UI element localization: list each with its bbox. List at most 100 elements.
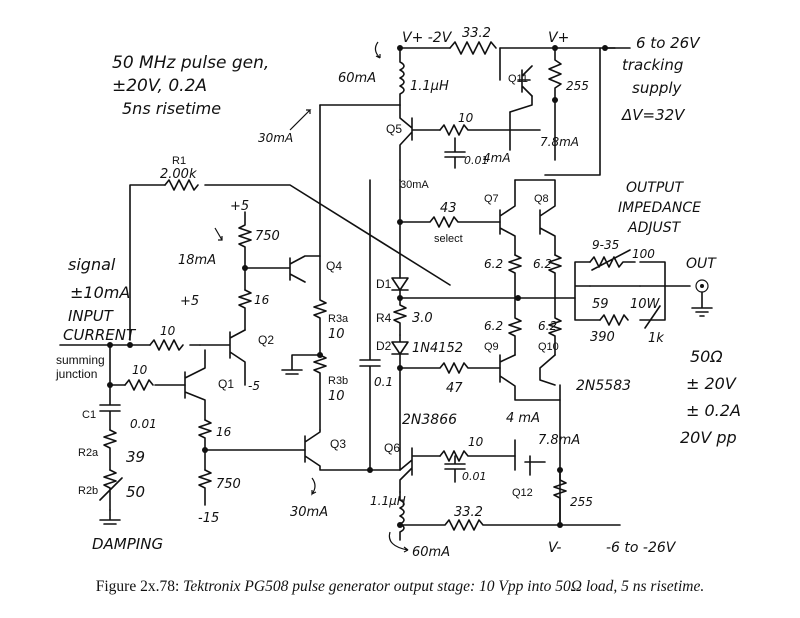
d1-label: D1 xyxy=(376,277,392,291)
output-line2: IMPEDANCE xyxy=(618,200,701,216)
current-4-bot: 4 mA xyxy=(506,411,540,426)
output-line1: OUTPUT xyxy=(626,180,685,196)
d2-type: 1N4152 xyxy=(412,341,463,356)
r62-b: 6.2 xyxy=(533,257,552,271)
current-60-top: 60mA xyxy=(338,71,376,86)
r4-value: 3.0 xyxy=(412,311,433,326)
feedback-wire xyxy=(129,184,451,341)
q5-transistor xyxy=(399,104,441,181)
current-30-q5: 30mA xyxy=(400,179,429,191)
current-60-bot: 60mA xyxy=(412,545,450,560)
r16-bot-label: 16 xyxy=(216,425,232,439)
q3-label: Q3 xyxy=(330,437,346,451)
rail-vplus-minus2: V+ -2V xyxy=(402,30,453,46)
out-label: OUT xyxy=(686,256,717,272)
q1-label: Q1 xyxy=(218,377,234,391)
current-78-top: 7.8mA xyxy=(540,135,579,149)
q2-label: Q2 xyxy=(258,333,274,347)
r62-a: 6.2 xyxy=(484,257,503,271)
signal-line2: ±10mA xyxy=(70,283,130,302)
q4-label: Q4 xyxy=(326,259,342,273)
inductor-top xyxy=(399,47,405,106)
r390-label: 390 xyxy=(590,330,615,345)
supply-line1: 6 to 26V xyxy=(636,34,701,52)
q3-transistor xyxy=(304,429,401,471)
current-30-bot: 30mA xyxy=(290,505,328,520)
summing-line2: junction xyxy=(55,367,97,381)
rail-plus5-a: +5 xyxy=(230,199,249,214)
r750-top-label: 750 xyxy=(255,229,280,244)
r33-top xyxy=(449,41,497,55)
r3b-value: 10 xyxy=(328,389,345,404)
r33-top-label: 33.2 xyxy=(462,26,491,41)
q9-label: Q9 xyxy=(484,341,499,353)
cap-q5-label: 0.01 xyxy=(464,154,489,167)
rail-minus5: -5 xyxy=(248,379,260,393)
cap-01-mid: 0.1 xyxy=(374,375,393,389)
r10w-label: 10W xyxy=(630,297,661,312)
q8-transistor xyxy=(514,179,556,256)
signal-line1: signal xyxy=(68,255,116,274)
q7-transistor xyxy=(499,179,516,256)
summing-line1: summing xyxy=(56,353,105,367)
spec-line4: 20V pp xyxy=(680,428,737,447)
signal-line3: INPUT xyxy=(68,307,115,325)
r59-label: 59 xyxy=(592,297,609,312)
rail-plus5-b: +5 xyxy=(180,294,199,309)
supply-line2: tracking xyxy=(622,56,683,74)
r43-label: 43 xyxy=(440,201,457,216)
signal-line4: CURRENT xyxy=(63,326,137,344)
select-label: select xyxy=(434,233,463,245)
r100-label: 100 xyxy=(632,247,655,261)
spec-line2: ± 20V xyxy=(686,374,737,393)
schematic: 50 MHz pulse gen, ±20V, 0.2A 5ns risetim… xyxy=(55,26,741,560)
q2-transistor xyxy=(199,329,246,386)
rail-vplus: V+ xyxy=(548,30,569,46)
q12-label: Q12 xyxy=(512,487,533,499)
c1-label: C1 xyxy=(82,409,96,421)
r2a-label: R2a xyxy=(78,447,99,459)
current-18: 18mA xyxy=(178,253,216,268)
rail-vminus: V- xyxy=(548,540,561,556)
r255-bot-label: 255 xyxy=(570,495,593,509)
q5-label: Q5 xyxy=(386,122,402,136)
neg-supply: -6 to -26V xyxy=(606,540,677,556)
r10-in1-label: 10 xyxy=(160,324,176,338)
q6-transistor xyxy=(399,447,441,493)
r3a-value: 10 xyxy=(328,327,345,342)
q11-label: Q11 xyxy=(508,73,528,85)
r750-bot-label: 750 xyxy=(216,477,241,492)
r2b-label: R2b xyxy=(78,485,98,497)
r2b-value: 50 xyxy=(126,483,145,501)
q7-label: Q7 xyxy=(484,193,499,205)
r10-q5-label: 10 xyxy=(458,111,474,125)
cap-q6-label: 0.01 xyxy=(462,470,487,483)
r62-c: 6.2 xyxy=(484,319,503,333)
current-30-top: 30mA xyxy=(258,131,293,145)
r1-value: 2.00k xyxy=(160,167,197,182)
q6-type: 2N3866 xyxy=(402,412,457,428)
q10-label: Q10 xyxy=(538,341,559,353)
supply-line3: supply xyxy=(632,79,683,97)
figure-caption: Figure 2x.78: Tektronix PG508 pulse gene… xyxy=(0,578,800,596)
r935-label: 9-35 xyxy=(592,238,619,252)
caption-text: Tektronix PG508 pulse generator output s… xyxy=(183,578,705,595)
q10-transistor xyxy=(539,354,556,386)
inductor-top-label: 1.1μH xyxy=(410,79,449,94)
note-damping: DAMPING xyxy=(92,535,163,553)
r1-label: R1 xyxy=(172,155,186,167)
q10-type: 2N5583 xyxy=(576,378,631,394)
supply-line4: ΔV=32V xyxy=(621,106,686,124)
caption-prefix: Figure 2x.78: xyxy=(95,578,180,595)
note-gen-line2: ±20V, 0.2A xyxy=(112,76,207,96)
r2a-value: 39 xyxy=(126,448,145,466)
note-gen-line3: 5ns risetime xyxy=(122,99,221,118)
q1-transistor xyxy=(184,349,206,421)
r1k-label: 1k xyxy=(648,331,664,346)
q9-transistor xyxy=(499,354,561,401)
r3a-label: R3a xyxy=(328,313,349,325)
q6-label: Q6 xyxy=(384,441,400,455)
q11-transistor xyxy=(499,47,533,97)
r10-q6-label: 10 xyxy=(468,435,484,449)
r3b-label: R3b xyxy=(328,375,348,387)
